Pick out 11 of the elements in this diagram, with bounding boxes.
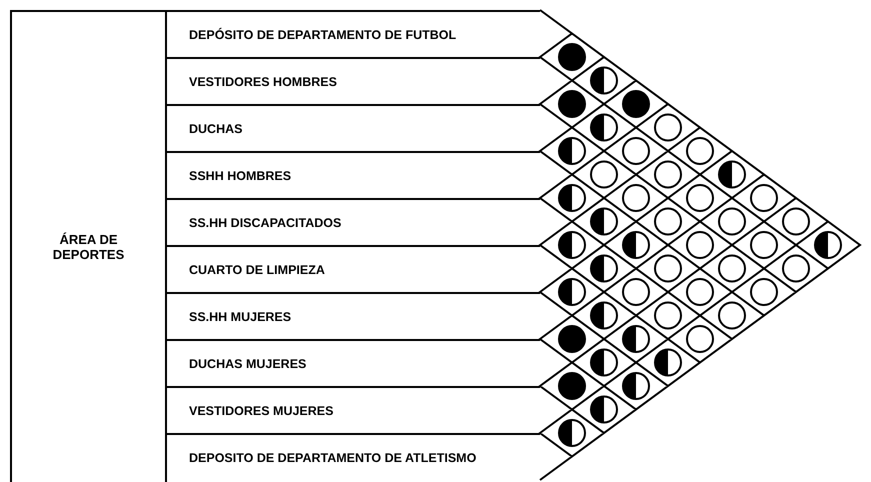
room-row: VESTIDORES HOMBRES bbox=[165, 57, 540, 104]
room-row: DEPÓSITO DE DEPARTAMENTO DE FUTBOL bbox=[165, 10, 540, 57]
room-row: CUARTO DE LIMPIEZA bbox=[165, 245, 540, 292]
room-row: VESTIDORES MUJERES bbox=[165, 386, 540, 433]
room-row: DUCHAS MUJERES bbox=[165, 339, 540, 386]
room-row: DUCHAS bbox=[165, 104, 540, 151]
room-row: SS.HH MUJERES bbox=[165, 292, 540, 339]
room-row: DEPOSITO DE DEPARTAMENTO DE ATLETISMO bbox=[165, 433, 540, 480]
room-row: SSHH HOMBRES bbox=[165, 151, 540, 198]
area-label-panel: ÁREA DE DEPORTES bbox=[10, 10, 167, 482]
room-row: SS.HH DISCAPACITADOS bbox=[165, 198, 540, 245]
